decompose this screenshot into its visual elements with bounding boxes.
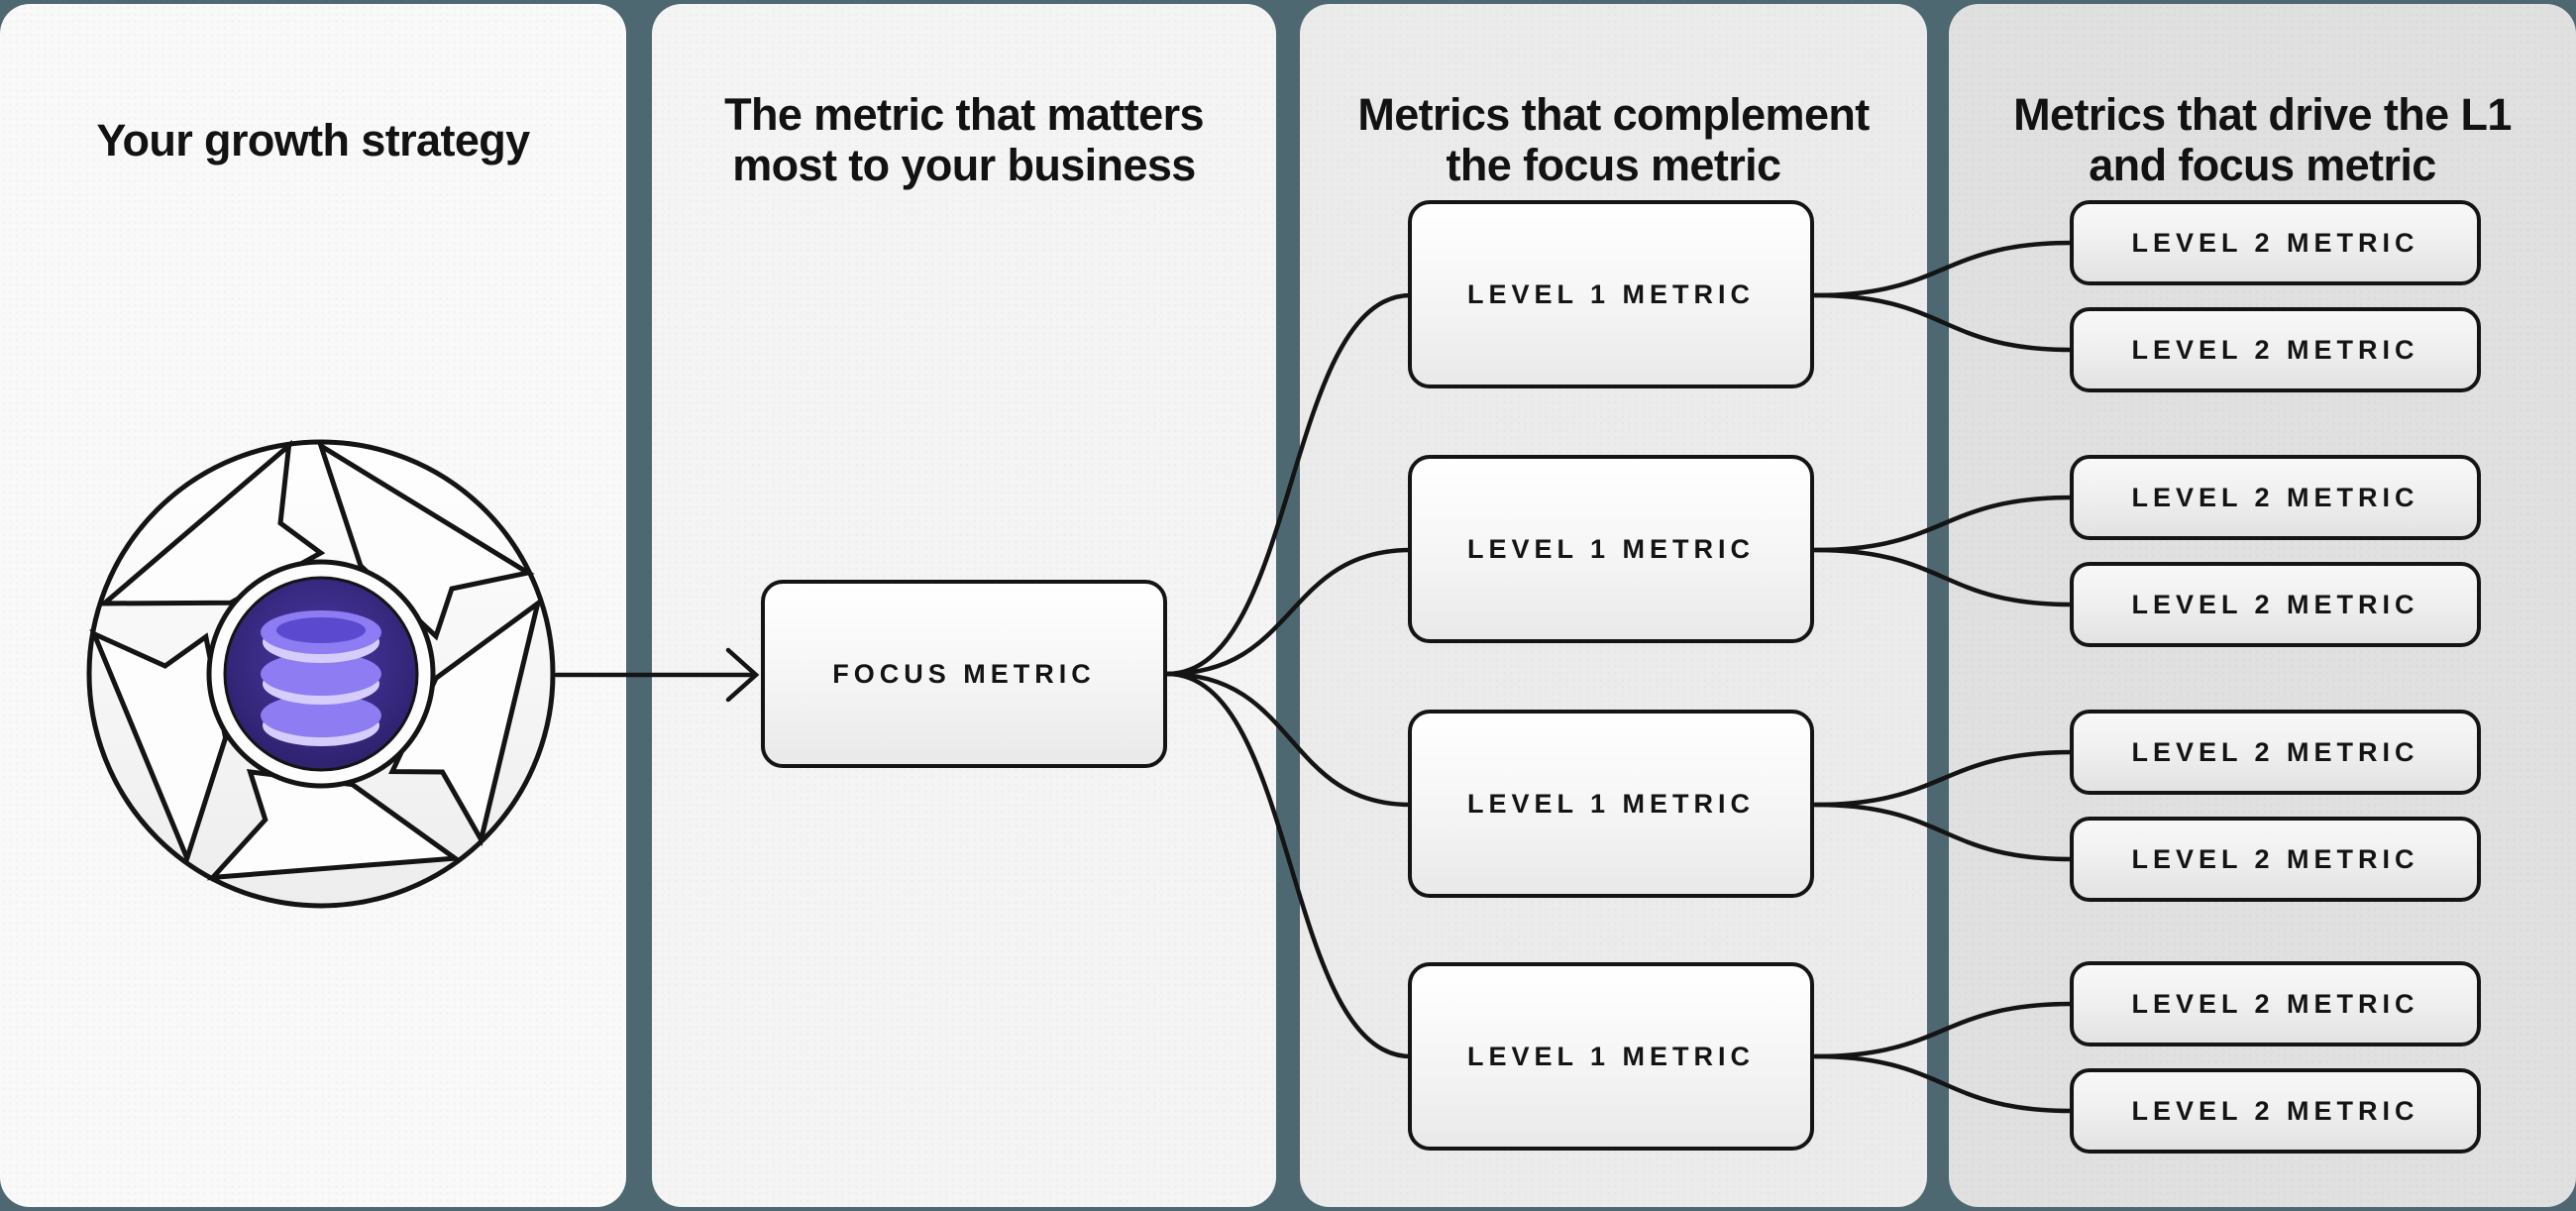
title-line: and focus metric xyxy=(2089,140,2436,191)
title-line: The metric that matters xyxy=(724,89,1204,141)
level2-metric-node: LEVEL 2 METRIC xyxy=(2070,710,2481,795)
level2-metric-node: LEVEL 2 METRIC xyxy=(2070,817,2481,902)
level2-metric-label: LEVEL 2 METRIC xyxy=(2131,482,2419,512)
level2-metric-label: LEVEL 2 METRIC xyxy=(2131,1095,2419,1126)
level1-metric-node: LEVEL 1 METRIC xyxy=(1408,200,1814,388)
level1-metric-label: LEVEL 1 METRIC xyxy=(1466,278,1756,309)
level2-metric-node: LEVEL 2 METRIC xyxy=(2070,307,2481,392)
level2-metric-label: LEVEL 2 METRIC xyxy=(2131,736,2419,767)
title-line: Your growth strategy xyxy=(96,114,530,165)
flywheel-icon xyxy=(86,439,556,909)
panel-focus-metric-title: The metric that matters most to your bus… xyxy=(652,84,1276,195)
database-icon xyxy=(261,610,381,746)
level1-metric-label: LEVEL 1 METRIC xyxy=(1466,788,1756,819)
level2-metric-label: LEVEL 2 METRIC xyxy=(2131,227,2419,258)
level1-metric-label: LEVEL 1 METRIC xyxy=(1466,1041,1756,1071)
focus-metric-node: FOCUS METRIC xyxy=(761,580,1167,768)
panel-level1-metrics-title: Metrics that complement the focus metric xyxy=(1300,84,1927,195)
level2-metric-node: LEVEL 2 METRIC xyxy=(2070,961,2481,1046)
panel-level2-metrics-title: Metrics that drive the L1 and focus metr… xyxy=(1949,84,2576,195)
level2-metric-node: LEVEL 2 METRIC xyxy=(2070,1068,2481,1154)
level2-metric-label: LEVEL 2 METRIC xyxy=(2131,843,2419,874)
level1-metric-node: LEVEL 1 METRIC xyxy=(1408,962,1814,1151)
level1-metric-label: LEVEL 1 METRIC xyxy=(1466,533,1756,564)
title-line: Metrics that drive the L1 xyxy=(2013,89,2512,141)
flywheel-blades xyxy=(89,439,542,881)
panel-growth-strategy-title: Your growth strategy xyxy=(0,84,626,195)
level2-metric-node: LEVEL 2 METRIC xyxy=(2070,200,2481,285)
level1-metric-node: LEVEL 1 METRIC xyxy=(1408,710,1814,898)
focus-metric-label: FOCUS METRIC xyxy=(832,658,1096,689)
level2-metric-label: LEVEL 2 METRIC xyxy=(2131,334,2419,365)
level2-metric-label: LEVEL 2 METRIC xyxy=(2131,589,2419,619)
title-line: most to your business xyxy=(732,140,1196,191)
level2-metric-node: LEVEL 2 METRIC xyxy=(2070,455,2481,540)
level2-metric-node: LEVEL 2 METRIC xyxy=(2070,562,2481,647)
title-line: Metrics that complement xyxy=(1357,89,1870,141)
title-line: the focus metric xyxy=(1446,140,1782,191)
level1-metric-node: LEVEL 1 METRIC xyxy=(1408,455,1814,643)
level2-metric-label: LEVEL 2 METRIC xyxy=(2131,988,2419,1019)
